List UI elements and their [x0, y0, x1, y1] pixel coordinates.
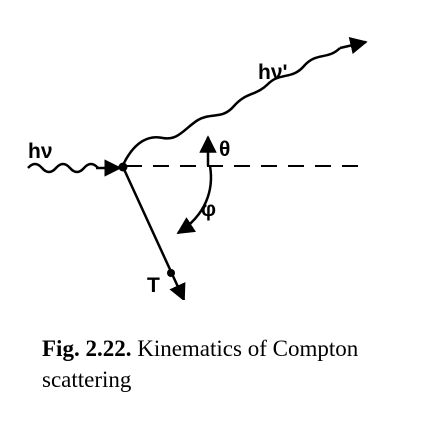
figure-caption: Fig. 2.22. Kinematics of Compton scatter…: [42, 333, 432, 395]
recoil-electron-track: [121, 166, 186, 300]
phi-angle-arc: [176, 165, 213, 235]
incident-photon-wave: [27, 162, 99, 174]
electron-energy-label: T: [147, 274, 160, 297]
figure-caption-text: Kinematics of Compton scattering: [42, 336, 359, 392]
phi-angle-label: φ: [201, 198, 216, 221]
figure-number: Fig. 2.22.: [42, 336, 132, 361]
recoil-electron-dot: [167, 269, 175, 277]
scattered-photon-label: hν': [258, 61, 288, 84]
scattered-photon-arrow: [339, 37, 368, 55]
theta-angle-label: θ: [219, 138, 230, 161]
compton-scattering-diagram: hν hν' θ φ T: [27, 37, 368, 300]
scattered-photon-wave: [121, 47, 341, 166]
incident-photon-label: hν: [28, 140, 53, 163]
